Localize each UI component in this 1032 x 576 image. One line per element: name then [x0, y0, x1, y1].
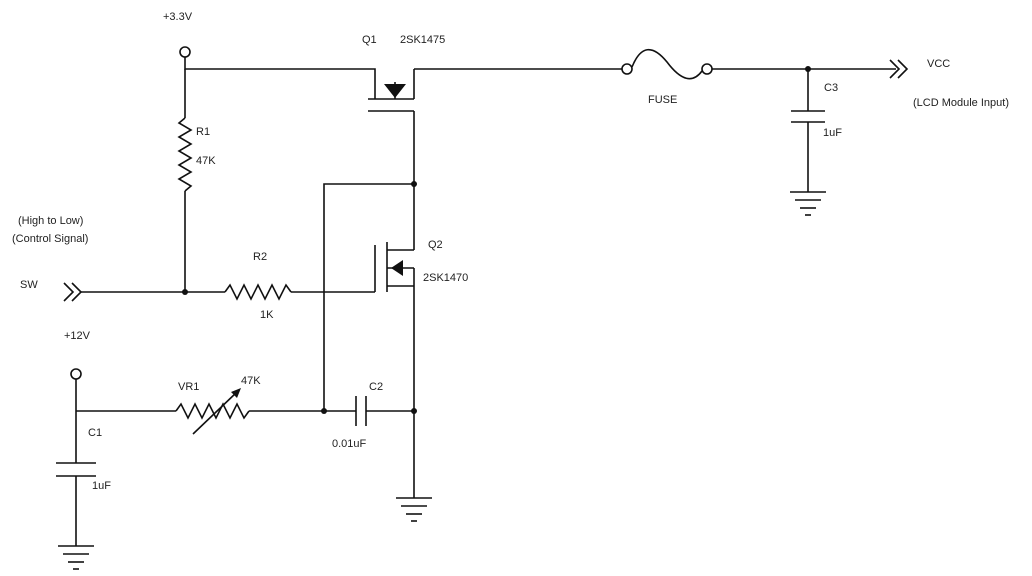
vcc-arrow-icon: [889, 59, 909, 79]
ground-icon: [58, 545, 94, 570]
label-sw-note-2: (Control Signal): [12, 233, 88, 245]
variable-arrow-icon: [192, 388, 241, 435]
resistor-r1: [177, 117, 193, 192]
label-sw-note-1: (High to Low): [18, 215, 83, 227]
label-r1-val: 47K: [196, 155, 216, 167]
label-fuse: FUSE: [648, 94, 677, 106]
label-q1-part: 2SK1475: [400, 34, 445, 46]
sw-input-arrow-icon: [63, 282, 83, 302]
ground-icon: [790, 191, 826, 216]
label-q1-ref: Q1: [362, 34, 377, 46]
label-vcc-note: (LCD Module Input): [913, 97, 1009, 109]
label-3v3: +3.3V: [163, 11, 193, 23]
wire-3v3-to-q1: [184, 57, 376, 82]
wire-feedback: [323, 183, 414, 411]
label-q2-part: 2SK1470: [423, 272, 468, 284]
capacitor-c1: [56, 462, 96, 546]
label-c2-val: 0.01uF: [332, 438, 367, 450]
label-c3-val: 1uF: [823, 127, 842, 139]
label-vr1-ref: VR1: [178, 381, 199, 393]
transistor-q2: [374, 184, 415, 292]
supply-terminal-12v: [70, 368, 82, 380]
label-c3-ref: C3: [824, 82, 838, 94]
label-vcc: VCC: [927, 58, 950, 70]
capacitor-c2: [355, 396, 367, 426]
capacitor-c3: [791, 69, 825, 192]
label-vr1-val: 47K: [241, 375, 261, 387]
label-r2-ref: R2: [253, 251, 267, 263]
junction-c2-left: [321, 408, 327, 414]
label-c2-ref: C2: [369, 381, 383, 393]
junction-sw-r1: [182, 289, 188, 295]
label-q2-ref: Q2: [428, 239, 443, 251]
transistor-q1: [368, 69, 415, 112]
supply-terminal-3v3: [179, 46, 191, 58]
label-r2-val: 1K: [260, 309, 274, 321]
ground-icon: [396, 497, 432, 522]
label-r1-ref: R1: [196, 126, 210, 138]
label-sw: SW: [20, 279, 38, 291]
resistor-r2: [224, 283, 292, 301]
label-c1-val: 1uF: [92, 480, 111, 492]
variable-resistor-vr1: [175, 402, 250, 420]
fuse: [621, 48, 713, 80]
label-c1-ref: C1: [88, 427, 102, 439]
label-12v: +12V: [64, 330, 91, 342]
